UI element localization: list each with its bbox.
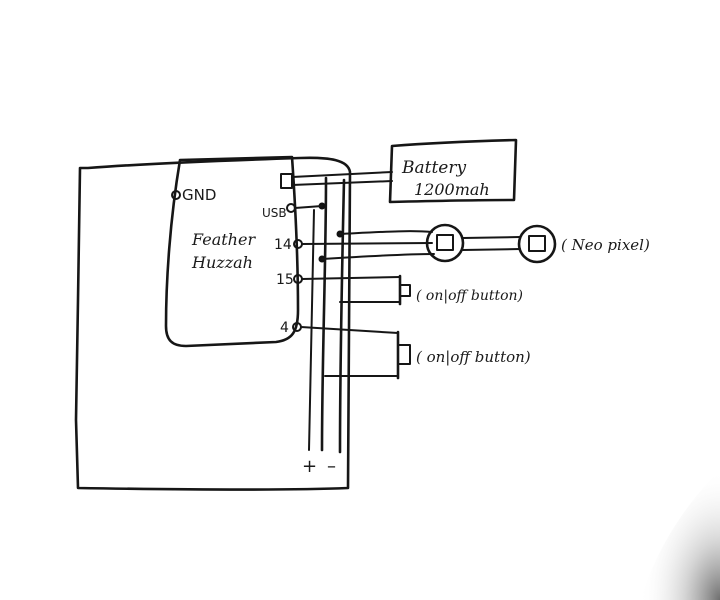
usb-wire (294, 205, 323, 209)
usb-label: USB (262, 206, 287, 220)
button2-actuator (397, 344, 411, 365)
neopixel-gnd-wire (321, 253, 435, 260)
gnd-pin-circle (171, 190, 181, 200)
button1-label: ( on|off button) (416, 288, 523, 304)
neopixel-2-ring (517, 224, 557, 264)
battery-label-line2: 1200mah (414, 180, 490, 199)
usb-pin-circle (286, 203, 296, 213)
neopixel-link-top (462, 236, 521, 239)
battery-box (388, 138, 518, 204)
neopixel-1-chip (436, 234, 454, 251)
battery-wire-top (291, 171, 393, 178)
rail-left-extra (308, 209, 315, 451)
rail-minus-label: – (327, 456, 336, 477)
battery-connector (280, 173, 293, 189)
board-name-line1: Feather (191, 230, 256, 249)
neopixel-data-wire (301, 242, 433, 245)
pin15-label: 15 (276, 272, 294, 288)
neopixel-power-wire (339, 230, 433, 235)
button1-signal-wire (301, 276, 401, 280)
gnd-label: GND (182, 186, 216, 204)
rail-plus-wire (320, 176, 328, 452)
paper-shadow (640, 470, 720, 600)
rail-plus-label: + (302, 456, 317, 477)
enclosure-outline (74, 156, 352, 491)
battery-wire-bottom (291, 180, 393, 186)
button2-signal-wire (300, 326, 399, 334)
neopixel-link-bottom (462, 248, 521, 251)
feather-huzzah-board (164, 155, 300, 348)
neopixel-1-ring (425, 223, 465, 263)
pin4-label: 4 (280, 320, 289, 336)
pin14-label: 14 (274, 237, 292, 253)
neopixel-label: ( Neo pixel) (561, 236, 650, 254)
board-name-line2: Huzzah (191, 253, 253, 272)
neopixel-2-chip (528, 235, 546, 252)
battery-label-line1: Battery (401, 158, 466, 178)
rail-minus-wire (338, 178, 346, 454)
button1-actuator (399, 284, 411, 297)
button2-label: ( on|off button) (416, 348, 531, 366)
